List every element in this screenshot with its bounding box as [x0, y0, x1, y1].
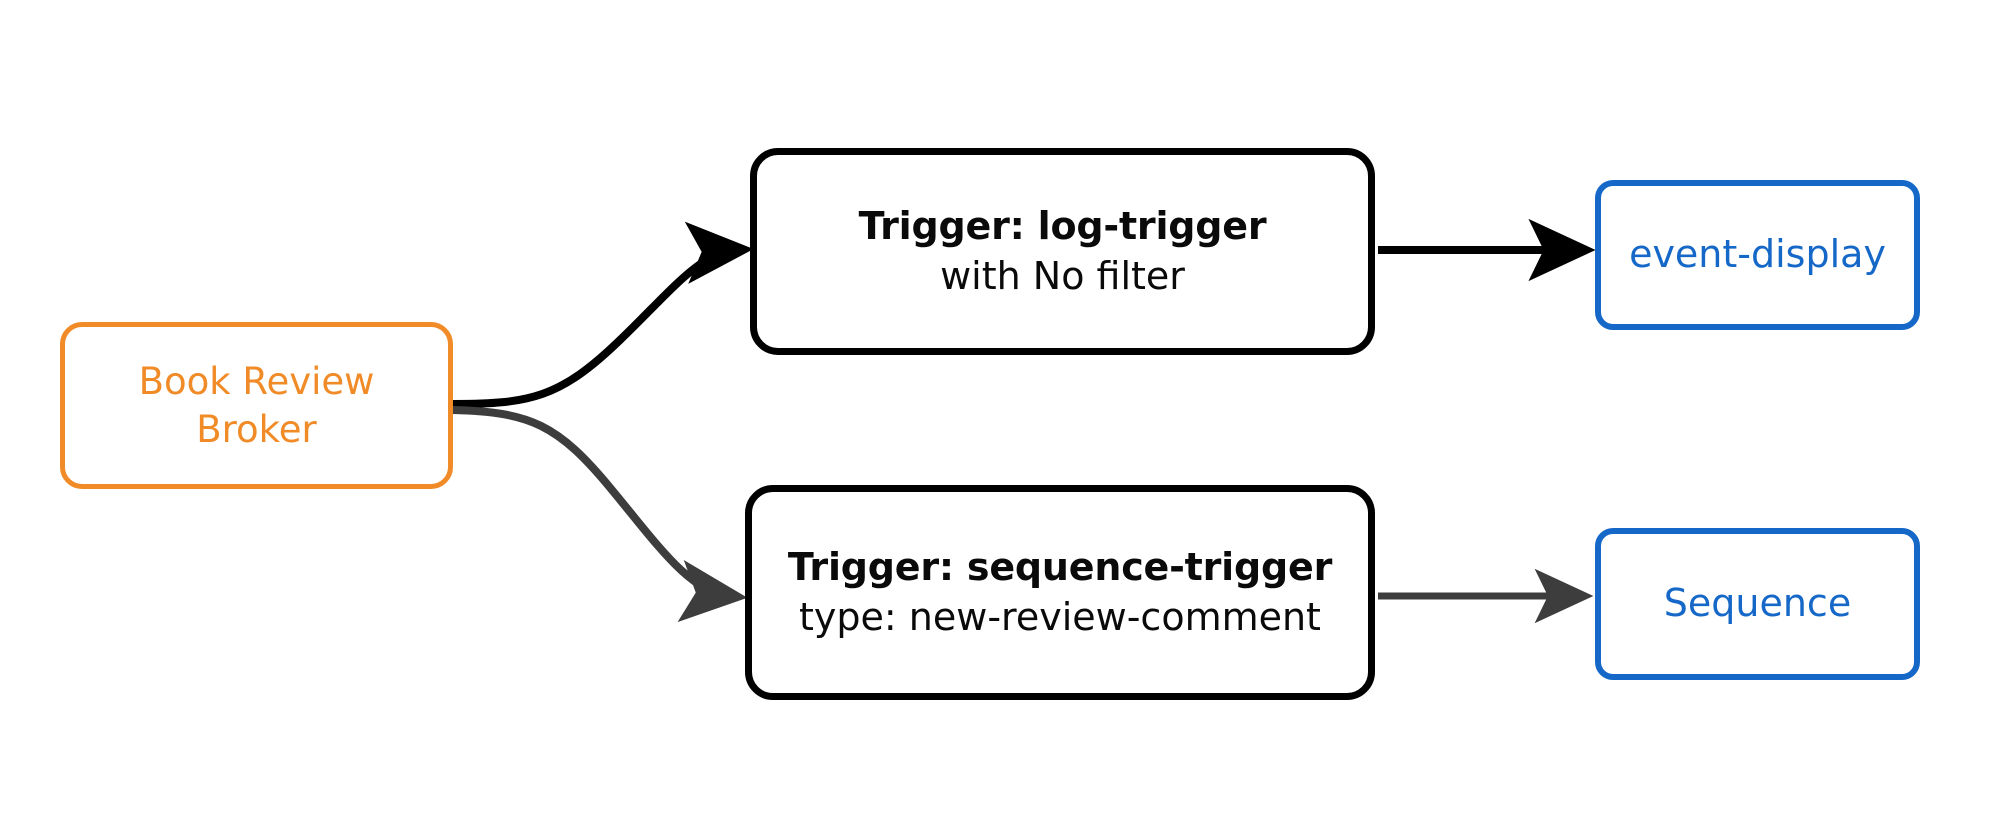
node-event-display[interactable]: event-display [1595, 180, 1920, 330]
log-trigger-title: Trigger: log-trigger [858, 204, 1267, 249]
sequence-trigger-subtitle: type: new-review-comment [799, 594, 1321, 639]
node-book-review-broker[interactable]: Book Review Broker [60, 322, 453, 489]
broker-label-line-1: Book Review [138, 360, 375, 404]
broker-label-line-2: Broker [196, 407, 317, 451]
event-display-label: event-display [1629, 232, 1886, 277]
log-trigger-subtitle: with No filter [940, 253, 1185, 298]
node-sequence[interactable]: Sequence [1595, 528, 1920, 680]
node-log-trigger[interactable]: Trigger: log-trigger with No filter [750, 148, 1375, 355]
node-sequence-trigger[interactable]: Trigger: sequence-trigger type: new-revi… [745, 485, 1375, 700]
edge-broker-to-log-trigger [449, 221, 754, 408]
edge-broker-to-sequence-trigger [449, 406, 748, 623]
sequence-trigger-title: Trigger: sequence-trigger [787, 545, 1333, 590]
sequence-label: Sequence [1663, 581, 1852, 626]
